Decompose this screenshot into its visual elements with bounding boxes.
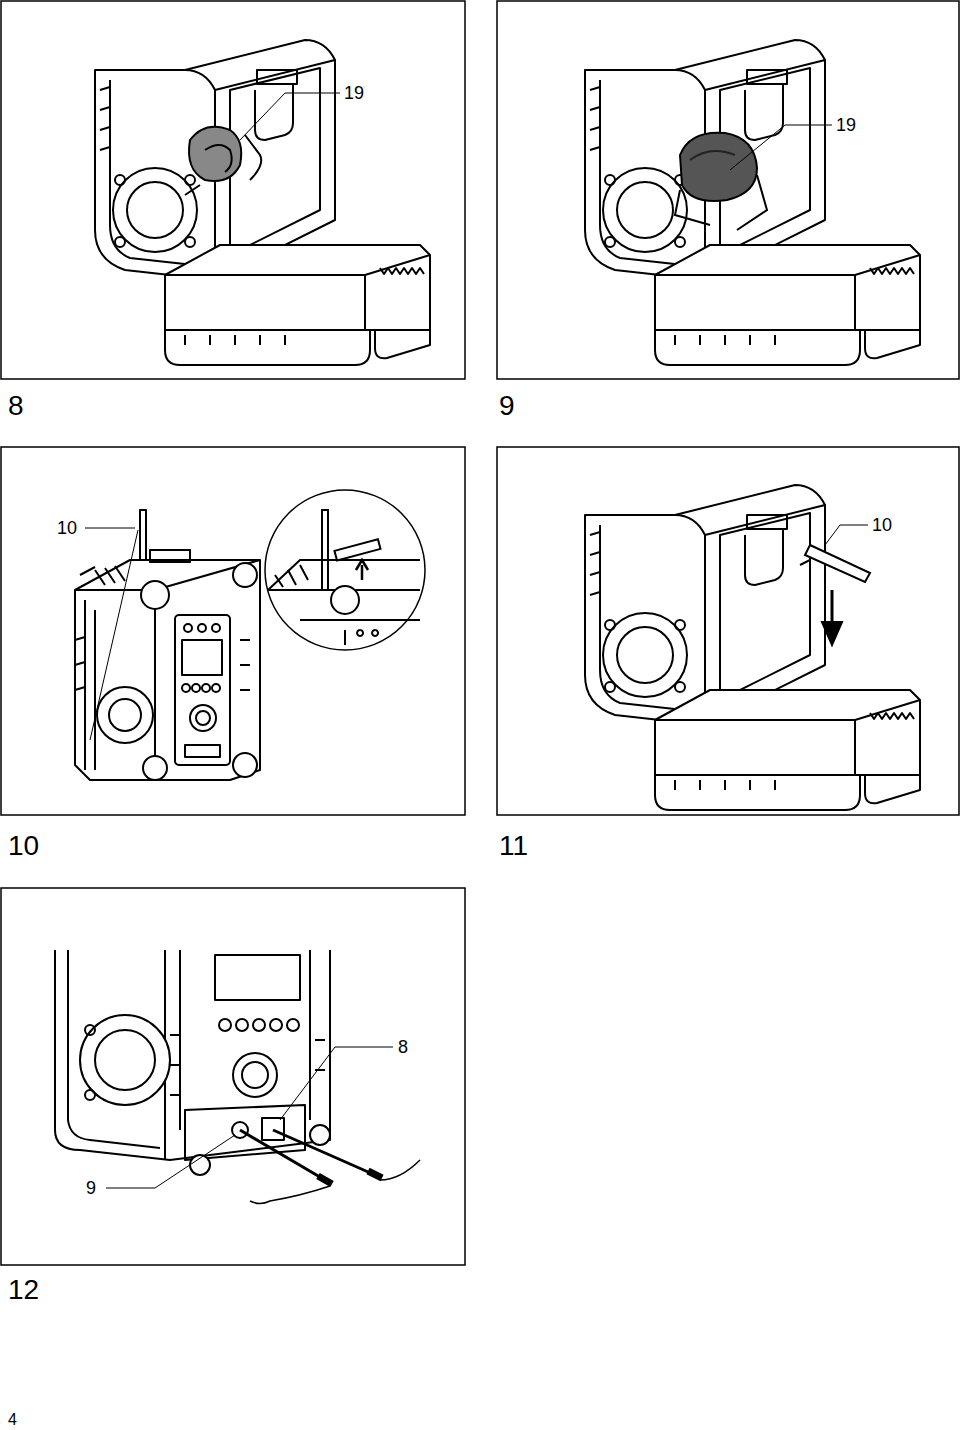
callout-number: 19 bbox=[342, 84, 366, 102]
callout-number: 19 bbox=[834, 116, 858, 134]
page-number: 4 bbox=[6, 1412, 19, 1428]
callout-number: 10 bbox=[870, 516, 894, 534]
figure-number: 10 bbox=[6, 832, 41, 860]
callout-number: 9 bbox=[84, 1179, 98, 1197]
figure-number: 11 bbox=[497, 832, 530, 860]
callout-number: 10 bbox=[55, 519, 79, 537]
figure-number: 12 bbox=[6, 1276, 41, 1304]
figure-number: 9 bbox=[497, 392, 517, 420]
figure-number: 8 bbox=[6, 392, 26, 420]
callout-number: 8 bbox=[396, 1038, 410, 1056]
